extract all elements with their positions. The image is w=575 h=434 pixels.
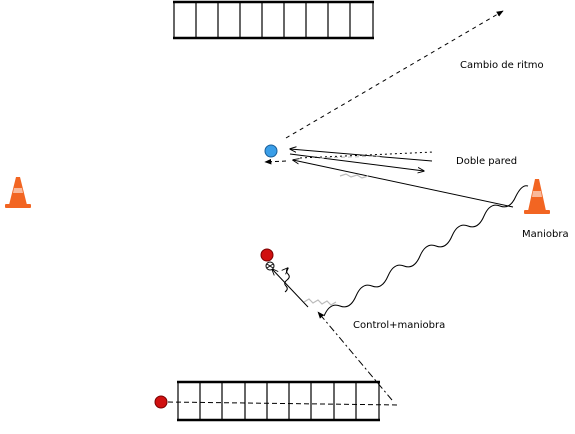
blue-player <box>264 144 278 158</box>
red-player-bottom <box>154 395 168 409</box>
label-doble-pared: Doble pared <box>456 156 517 167</box>
top-agility-ladder <box>173 0 374 40</box>
control-zone-mark <box>303 298 337 306</box>
label-control-maniobra: Control+maniobra <box>353 320 445 331</box>
doble-pared-zigzag <box>339 173 369 179</box>
maniobra-wavy-line <box>323 185 529 317</box>
cone-icon-right <box>524 179 550 214</box>
doble-pared-dotted-line <box>299 151 435 159</box>
doble-pared-line-b <box>289 153 424 171</box>
doble-pared-grey-line <box>319 155 381 159</box>
pass-to-blue-player-line <box>293 160 514 208</box>
pass-to-red-player-line <box>272 269 309 308</box>
cambio-de-ritmo-line <box>285 10 504 139</box>
control-wavy-line <box>285 268 290 293</box>
run-through-ladder-line <box>167 401 401 406</box>
short-dashed-arrow <box>264 158 287 165</box>
red-player-top <box>260 248 274 262</box>
bottom-agility-ladder <box>177 380 380 422</box>
label-cambio-de-ritmo: Cambio de ritmo <box>460 60 544 71</box>
label-maniobra: Maniobra <box>522 229 569 240</box>
ball-icon <box>265 261 275 271</box>
cone-icon-left <box>5 177 31 208</box>
run-to-control-line <box>317 311 393 401</box>
